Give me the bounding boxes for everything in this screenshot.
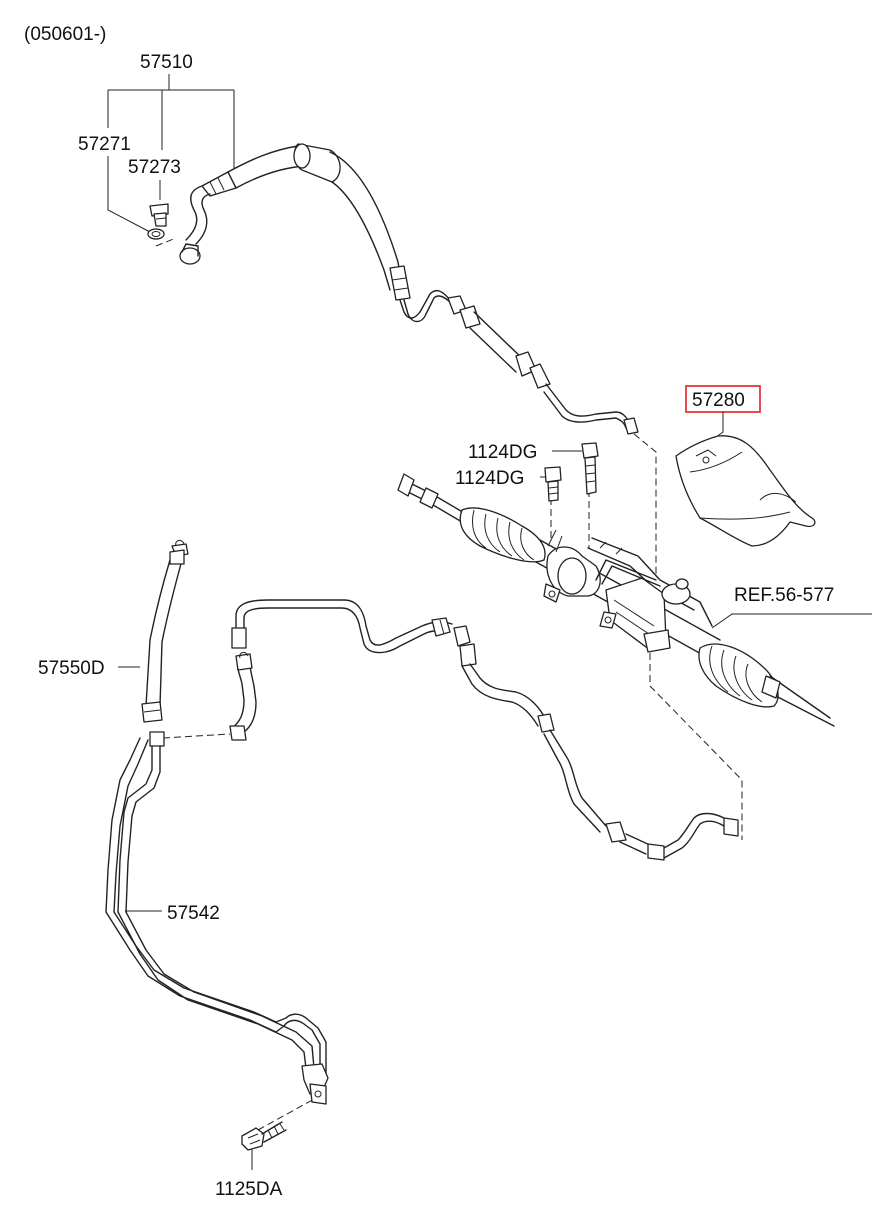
bolt-1124dg-upper[interactable] [581,442,599,495]
return-pipe-upper[interactable] [229,599,739,861]
ref-label-56-577[interactable]: REF.56-577 [734,585,834,606]
bolt-1125da[interactable] [241,1121,287,1151]
date-range-label: (050601-) [24,24,106,45]
bolt-1124dg-lower[interactable] [544,466,562,502]
part-label-1124dg-upper[interactable]: 1124DG [468,442,537,463]
heat-shield-57280[interactable] [675,435,816,547]
part-label-57510[interactable]: 57510 [140,52,193,73]
return-hose-57550d[interactable] [141,539,189,723]
part-label-57273[interactable]: 57273 [128,157,181,178]
steering-gear-assembly[interactable] [397,473,835,727]
part-label-57271[interactable]: 57271 [78,134,131,155]
leader-lines [107,74,872,1170]
part-label-57280[interactable]: 57280 [692,390,745,411]
o-ring-57271[interactable] [147,228,165,240]
dashed-connectors [155,237,743,1131]
part-label-57542[interactable]: 57542 [167,903,220,924]
part-label-57550d[interactable]: 57550D [38,658,105,679]
part-label-1124dg-lower[interactable]: 1124DG [455,468,524,489]
part-label-1125da[interactable]: 1125DA [215,1179,283,1200]
union-bolt-57273[interactable] [149,203,169,227]
return-pipe-57542[interactable] [105,731,329,1105]
pressure-hose-57510[interactable] [179,143,639,435]
